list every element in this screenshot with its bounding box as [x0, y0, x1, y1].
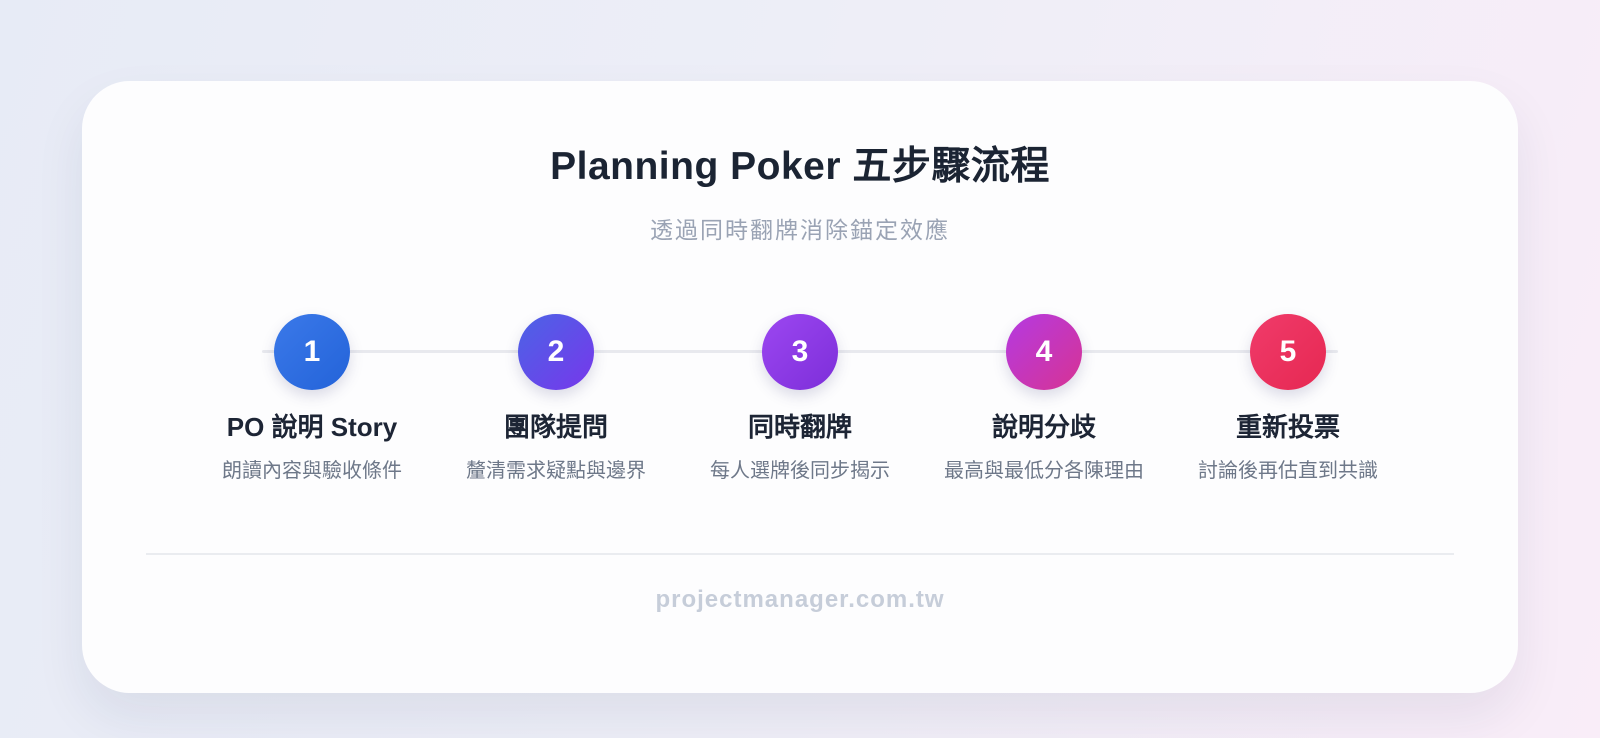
step-5-title: 重新投票 — [1235, 412, 1340, 442]
step-2-title: 團隊提問 — [503, 412, 608, 442]
footer-watermark: projectmanager.com.tw — [655, 586, 945, 613]
step-3-number-badge: 3 — [762, 314, 838, 390]
steps-timeline: 1 PO 說明 Story 朗讀內容與驗收條件 2 團隊提問 釐清需求疑點與邊界… — [190, 314, 1410, 483]
page-subtitle: 透過同時翻牌消除錨定效應 — [650, 217, 950, 243]
step-4-number-badge: 4 — [1006, 314, 1082, 390]
step-4: 4 說明分歧 最高與最低分各陳理由 — [922, 314, 1166, 483]
footer-divider — [146, 553, 1454, 555]
step-1-description: 朗讀內容與驗收條件 — [222, 460, 402, 482]
step-1: 1 PO 說明 Story 朗讀內容與驗收條件 — [190, 314, 434, 483]
step-1-title: PO 說明 Story — [226, 412, 398, 442]
step-2-number-badge: 2 — [518, 314, 594, 390]
step-5-number-badge: 5 — [1250, 314, 1326, 390]
step-1-number-badge: 1 — [274, 314, 350, 390]
step-3-description: 每人選牌後同步揭示 — [710, 460, 890, 482]
step-4-title: 說明分歧 — [991, 412, 1096, 442]
step-3: 3 同時翻牌 每人選牌後同步揭示 — [678, 314, 922, 483]
page-title: Planning Poker 五步驟流程 — [550, 145, 1050, 188]
step-4-description: 最高與最低分各陳理由 — [944, 460, 1144, 482]
step-5-description: 討論後再估直到共識 — [1198, 460, 1378, 482]
step-2: 2 團隊提問 釐清需求疑點與邊界 — [434, 314, 678, 483]
step-2-description: 釐清需求疑點與邊界 — [466, 460, 646, 482]
infographic-card: Planning Poker 五步驟流程 透過同時翻牌消除錨定效應 1 PO 說… — [82, 81, 1518, 693]
step-3-title: 同時翻牌 — [747, 412, 852, 442]
step-5: 5 重新投票 討論後再估直到共識 — [1166, 314, 1410, 483]
